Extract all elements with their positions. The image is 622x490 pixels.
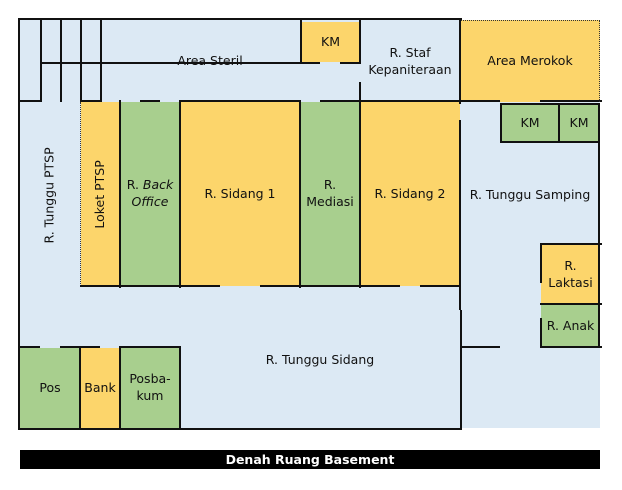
wall xyxy=(359,82,361,102)
wall xyxy=(80,100,100,102)
tunggu-samping: R. Tunggu Samping xyxy=(460,180,600,210)
wall xyxy=(80,285,220,287)
dotted-line xyxy=(460,20,600,21)
posbakum-label-2: kum xyxy=(136,388,164,403)
km-top-label: KM xyxy=(321,33,340,49)
tunggu-ptsp-label: R. Tunggu PTSP xyxy=(41,146,57,244)
dotted-line xyxy=(599,20,600,102)
wall xyxy=(540,303,602,305)
bank: Bank xyxy=(80,348,120,428)
wall xyxy=(540,243,602,245)
laktasi-label-2: Laktasi xyxy=(548,275,593,290)
km-top: KM xyxy=(302,22,359,62)
back-office-label-1: R. xyxy=(126,177,139,193)
wall xyxy=(300,18,302,64)
km-right-2-label: KM xyxy=(569,114,589,130)
wall xyxy=(119,100,121,288)
km-right-1-label: KM xyxy=(520,114,540,130)
wall xyxy=(340,62,360,64)
stair-line xyxy=(40,20,42,102)
staf-kepaniteraan: R. Staf Kepaniteraan xyxy=(361,22,459,102)
tunggu-ptsp: R. Tunggu PTSP xyxy=(20,102,80,288)
wall xyxy=(300,62,320,64)
sidang-2: R. Sidang 2 xyxy=(360,102,460,286)
area-merokok-label: Area Merokok xyxy=(487,52,573,68)
loket-ptsp-label: Loket PTSP xyxy=(92,159,108,229)
wall xyxy=(120,346,180,348)
staf-kepaniteraan-label-1: R. Staf xyxy=(389,45,431,61)
wall xyxy=(140,100,160,102)
wall xyxy=(179,100,181,288)
area-merokok: Area Merokok xyxy=(460,20,600,102)
wall xyxy=(18,428,462,430)
tunggu-sidang-label: R. Tunggu Sidang xyxy=(265,351,375,367)
area-steril: Area Steril xyxy=(120,20,300,102)
wall xyxy=(179,346,181,430)
wall xyxy=(18,18,20,430)
laktasi: R. Laktasi xyxy=(541,245,600,305)
wall xyxy=(299,100,301,288)
wall xyxy=(119,346,121,430)
wall xyxy=(540,243,542,283)
stair-line xyxy=(60,20,62,102)
posbakum: Posba- kum xyxy=(120,348,180,428)
mediasi-label-2: Mediasi xyxy=(306,194,354,209)
loket-ptsp: Loket PTSP xyxy=(81,102,120,286)
laktasi-label-1: R. xyxy=(564,258,577,274)
tunggu-samping-label: R. Tunggu Samping xyxy=(469,186,591,202)
km-right-1: KM xyxy=(500,103,560,143)
wall xyxy=(460,310,462,430)
wall xyxy=(120,62,300,64)
back-office-label-3: Office xyxy=(131,194,169,209)
wall xyxy=(420,285,460,287)
wall xyxy=(459,18,461,104)
staf-kepaniteraan-label-2: Kepaniteraan xyxy=(368,62,452,77)
wall xyxy=(359,100,361,288)
wall xyxy=(540,100,602,102)
back-office-line-1: R. Back xyxy=(127,177,174,194)
sidang-2-label: R. Sidang 2 xyxy=(374,185,446,201)
anak: R. Anak xyxy=(541,305,600,347)
area-steril-label: Area Steril xyxy=(177,52,243,68)
wall xyxy=(540,318,542,348)
wall xyxy=(540,346,602,348)
wall xyxy=(260,285,400,287)
back-office-label-2: Back xyxy=(142,177,174,193)
wall xyxy=(180,100,300,102)
stair-line xyxy=(80,20,82,102)
wall xyxy=(18,100,40,102)
sidang-1-label: R. Sidang 1 xyxy=(204,185,276,201)
mediasi: R. Mediasi xyxy=(300,102,360,286)
sidang-1: R. Sidang 1 xyxy=(180,102,300,286)
stair-line xyxy=(100,20,102,102)
posbakum-label-1: Posba- xyxy=(129,371,171,387)
wall xyxy=(18,346,40,348)
wall xyxy=(598,143,600,348)
wall xyxy=(459,120,461,310)
km-right-2: KM xyxy=(558,103,600,143)
stair-line xyxy=(40,62,122,64)
wall xyxy=(460,346,500,348)
wall xyxy=(320,100,462,102)
wall xyxy=(460,100,500,102)
bank-label: Bank xyxy=(84,379,116,395)
wall xyxy=(18,18,462,20)
wall xyxy=(359,18,361,64)
pos: Pos xyxy=(20,348,80,428)
back-office: R. Back Office xyxy=(120,102,180,286)
tunggu-sidang: R. Tunggu Sidang xyxy=(180,345,460,375)
dotted-line xyxy=(80,102,81,286)
mediasi-label-1: R. xyxy=(323,177,337,193)
anak-label: R. Anak xyxy=(546,317,595,333)
pos-label: Pos xyxy=(39,379,61,395)
wall xyxy=(79,346,81,430)
plan-caption: Denah Ruang Basement xyxy=(20,450,600,469)
